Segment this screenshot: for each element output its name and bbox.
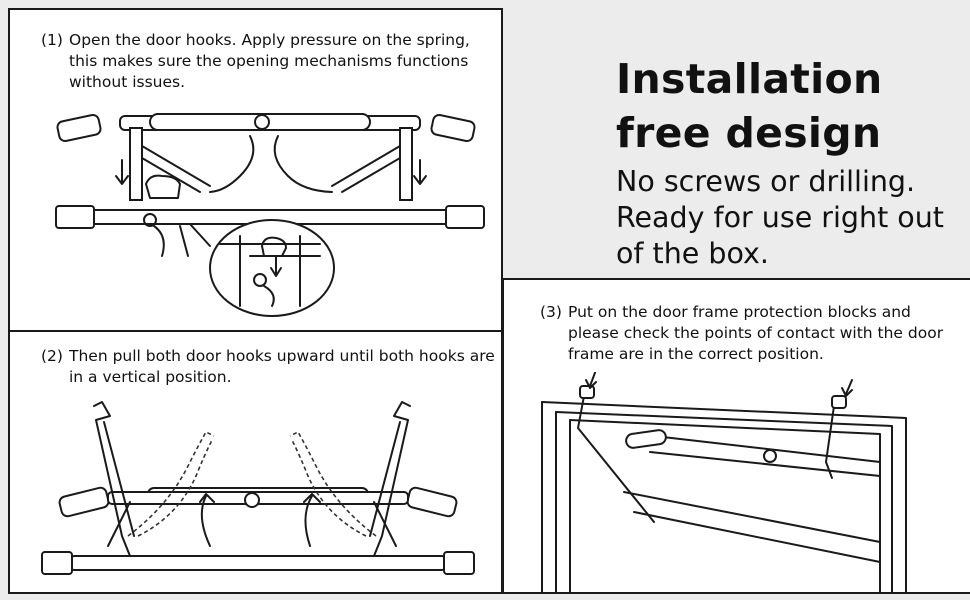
step-2-text: Then pull both door hooks upward until b… <box>69 347 495 386</box>
step-1-illustration <box>55 113 485 317</box>
step-2-number: (2) <box>41 347 63 365</box>
step-3-text: Put on the door frame protection blocks … <box>568 303 944 363</box>
hero-subtitle: No screws or drilling. Ready for use rig… <box>616 165 944 270</box>
step-1-text: Open the door hooks. Apply pressure on t… <box>69 31 470 91</box>
step-2-panel: (2) Then pull both door hooks upward unt… <box>8 330 503 594</box>
step-2-instruction: (2) Then pull both door hooks upward unt… <box>41 346 501 388</box>
step-3-number: (3) <box>540 303 562 321</box>
step-3-panel: (3) Put on the door frame protection blo… <box>502 278 970 594</box>
step-3-illustration <box>541 372 907 594</box>
hero-section: Installation free design No screws or dr… <box>616 52 966 272</box>
step-3-instruction: (3) Put on the door frame protection blo… <box>540 302 960 365</box>
step-1-instruction: (1) Open the door hooks. Apply pressure … <box>41 30 501 93</box>
step-2-illustration <box>41 401 475 575</box>
step-1-panel: (1) Open the door hooks. Apply pressure … <box>8 8 503 332</box>
step-1-number: (1) <box>41 31 63 49</box>
hero-title: Installation free design <box>616 55 883 157</box>
